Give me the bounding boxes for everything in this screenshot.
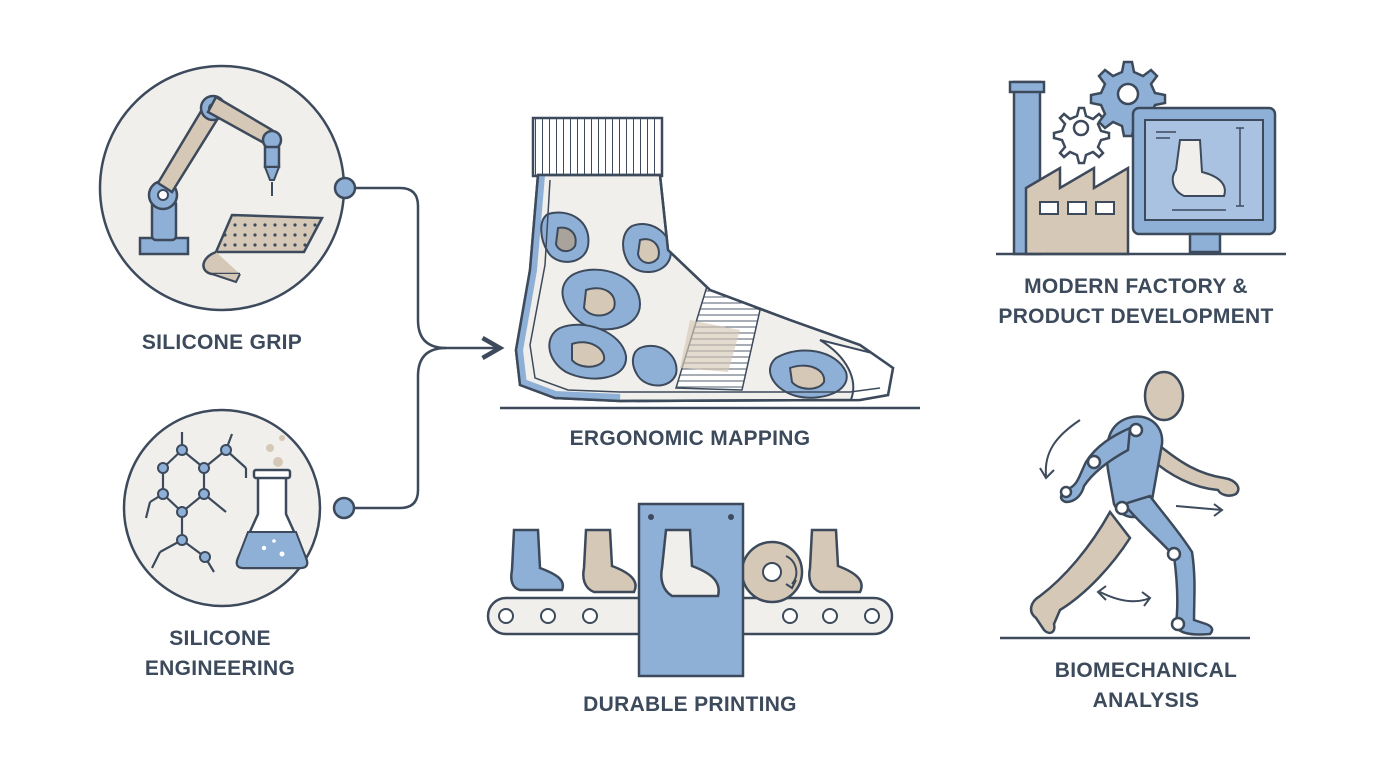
- silicone-engineering-icon: [122, 408, 356, 608]
- modern-factory-text-1: MODERN FACTORY &: [1024, 275, 1248, 298]
- silicone-engineering-text-2: ENGINEERING: [144, 657, 296, 680]
- connector-lines: [354, 186, 505, 510]
- biomechanical-analysis-text-2: ANALYSIS: [1092, 689, 1200, 712]
- durable-printing-label: DURABLE PRINTING: [540, 690, 840, 720]
- ergonomic-mapping-text: ERGONOMIC MAPPING: [569, 427, 811, 450]
- modern-factory-text-2: PRODUCT DEVELOPMENT: [998, 305, 1274, 328]
- modern-factory-label: MODERN FACTORY & PRODUCT DEVELOPMENT: [976, 272, 1296, 332]
- runner-joints-icon: [1000, 370, 1250, 640]
- silicone-engineering-text-1: SILICONE: [169, 627, 271, 650]
- silicone-grip-text: SILICONE GRIP: [141, 331, 303, 354]
- silicone-grip-icon: [98, 64, 357, 312]
- factory-monitor-icon: [996, 60, 1286, 256]
- silicone-grip-label: SILICONE GRIP: [122, 328, 322, 358]
- ergonomic-mapping-label: ERGONOMIC MAPPING: [540, 424, 840, 454]
- ergonomic-sock-icon: [500, 116, 920, 410]
- printing-conveyor-icon: [486, 502, 894, 678]
- silicone-engineering-label: SILICONE ENGINEERING: [120, 624, 320, 684]
- biomechanical-analysis-label: BIOMECHANICAL ANALYSIS: [1026, 656, 1266, 716]
- durable-printing-text: DURABLE PRINTING: [583, 693, 797, 716]
- biomechanical-analysis-text-1: BIOMECHANICAL: [1054, 659, 1238, 682]
